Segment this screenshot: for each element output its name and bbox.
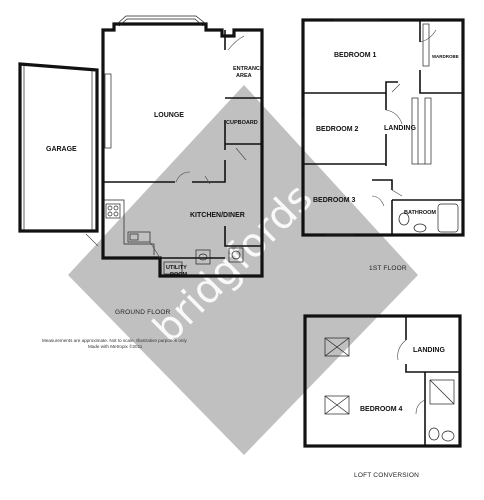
loft-walls: [303, 314, 462, 448]
first-floor-walls: [301, 18, 465, 237]
room-label-entrance: ENTRANCE: [233, 66, 264, 72]
first-floor-plan: BEDROOM 1 WARDROBE BEDROOM 2 LANDING BED…: [301, 18, 465, 272]
ground-floor-walls: [101, 15, 264, 278]
watermark: bridgfords: [68, 85, 418, 455]
first-floor-labels: BEDROOM 1 WARDROBE BEDROOM 2 LANDING BED…: [313, 52, 459, 272]
room-label-entrance-area: AREA: [236, 73, 252, 79]
garage: [18, 62, 99, 247]
ground-floor-labels: GARAGE LOUNGE ENTRANCE AREA CUPBOARD KIT…: [42, 66, 264, 349]
room-label-bathroom: BATHROOM: [404, 210, 436, 216]
room-label-bedroom-4: BEDROOM 4: [360, 406, 403, 413]
loft-plan: LANDING BEDROOM 4 LOFT CONVERSION: [303, 314, 462, 479]
ground-floor-plan: GARAGE LOUNGE ENTRANCE AREA CUPBOARD KIT…: [18, 15, 264, 349]
metropix-credit: Made with Metropix ©2011: [88, 343, 143, 349]
room-label-landing-loft: LANDING: [413, 347, 445, 354]
room-label-garage: GARAGE: [46, 146, 77, 153]
room-label-kitchen-diner: KITCHEN/DINER: [190, 212, 245, 219]
room-label-wardrobe: WARDROBE: [432, 54, 459, 59]
room-label-bedroom-1: BEDROOM 1: [334, 52, 377, 59]
room-label-landing-first: LANDING: [384, 125, 416, 132]
floor-label-loft: LOFT CONVERSION: [354, 472, 419, 479]
room-label-utility: UTILITY: [166, 265, 187, 271]
room-label-cupboard: CUPBOARD: [226, 120, 258, 126]
room-label-bedroom-3: BEDROOM 3: [313, 197, 356, 204]
watermark-diamond: [68, 85, 418, 455]
room-label-lounge: LOUNGE: [154, 112, 184, 119]
floor-label-ground: GROUND FLOOR: [115, 309, 171, 316]
room-label-utility-room: ROOM: [170, 272, 188, 278]
floor-label-first: 1ST FLOOR: [369, 265, 407, 272]
room-label-bedroom-2: BEDROOM 2: [316, 126, 359, 133]
disclaimer-note: Measurements are approximate. Not to sca…: [42, 338, 187, 343]
loft-labels: LANDING BEDROOM 4 LOFT CONVERSION: [354, 347, 445, 479]
